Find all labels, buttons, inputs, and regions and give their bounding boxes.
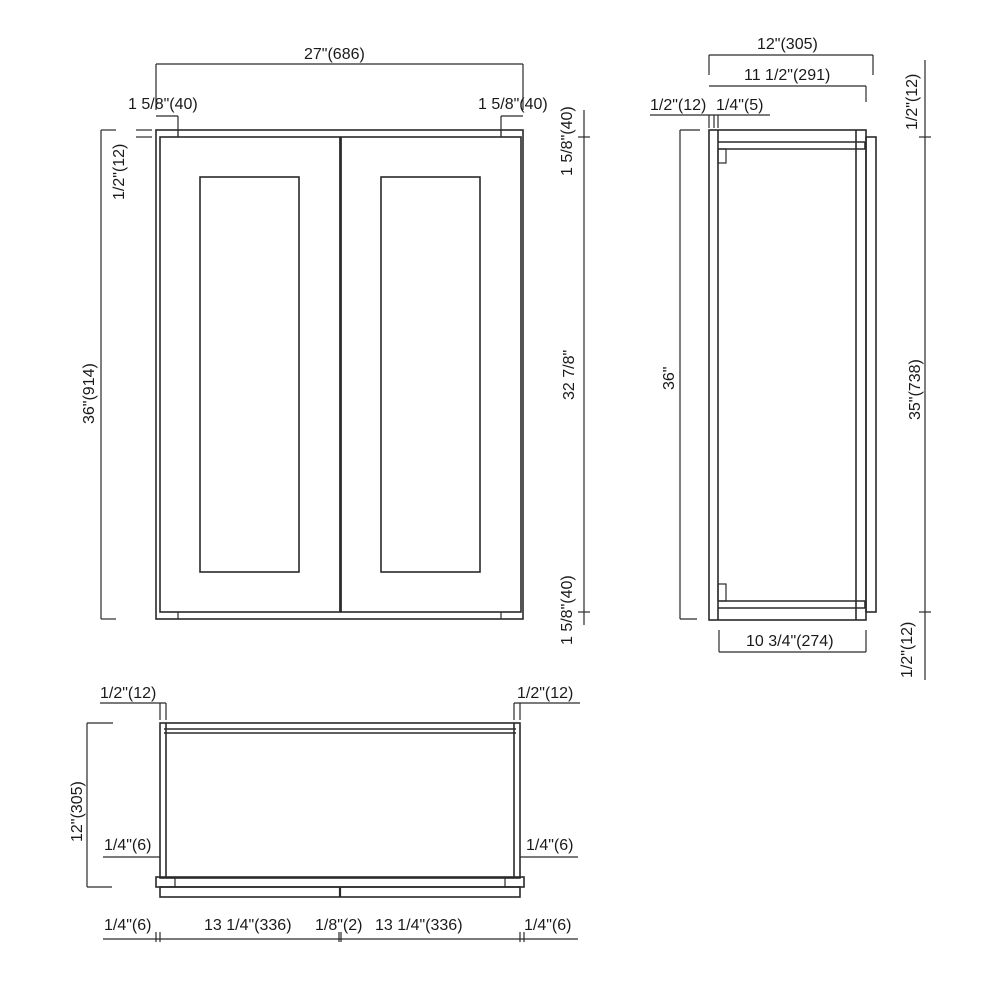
side-top-gap-label: 1/2"(12) [904, 73, 921, 130]
side-inner-height-label: 35"(738) [907, 359, 924, 420]
front-top-overhang-label: 1/2"(12) [111, 143, 128, 200]
front-overall-height-label: 36"(914) [81, 363, 98, 424]
top-view [86, 702, 580, 942]
front-right-stile-label: 1 5/8"(40) [478, 96, 548, 113]
side-bottom-gap-label: 1/2"(12) [899, 621, 916, 678]
top-left-overhang-label: 1/2"(12) [100, 685, 157, 702]
front-top-rail-label: 1 5/8"(40) [559, 106, 576, 176]
front-bottom-rail-label: 1 5/8"(40) [559, 575, 576, 645]
top-right-overhang-label: 1/2"(12) [517, 685, 574, 702]
top-depth-label: 12"(305) [69, 781, 86, 842]
front-view [100, 63, 590, 625]
side-height-label: 36" [661, 366, 678, 390]
side-overall-depth-label: 12"(305) [757, 36, 818, 53]
top-bottom-gap-label: 1/8"(2) [315, 917, 363, 934]
front-left-stile-label: 1 5/8"(40) [128, 96, 198, 113]
side-view [650, 54, 931, 680]
top-bottom-left-door-label: 13 1/4"(336) [204, 917, 292, 934]
side-door-thickness-label: 1/2"(12) [650, 97, 707, 114]
top-left-side-label: 1/4"(6) [104, 837, 152, 854]
front-overall-width-label: 27"(686) [304, 46, 365, 63]
top-bottom-right-door-label: 13 1/4"(336) [375, 917, 463, 934]
side-back-panel-label: 1/4"(5) [716, 97, 764, 114]
top-right-side-label: 1/4"(6) [526, 837, 574, 854]
top-bottom-left-edge-label: 1/4"(6) [104, 917, 152, 934]
side-inner-depth-label: 10 3/4"(274) [746, 633, 834, 650]
front-door-height-label: 32 7/8" [561, 349, 578, 400]
top-bottom-right-edge-label: 1/4"(6) [524, 917, 572, 934]
side-box-depth-label: 11 1/2"(291) [744, 67, 831, 84]
